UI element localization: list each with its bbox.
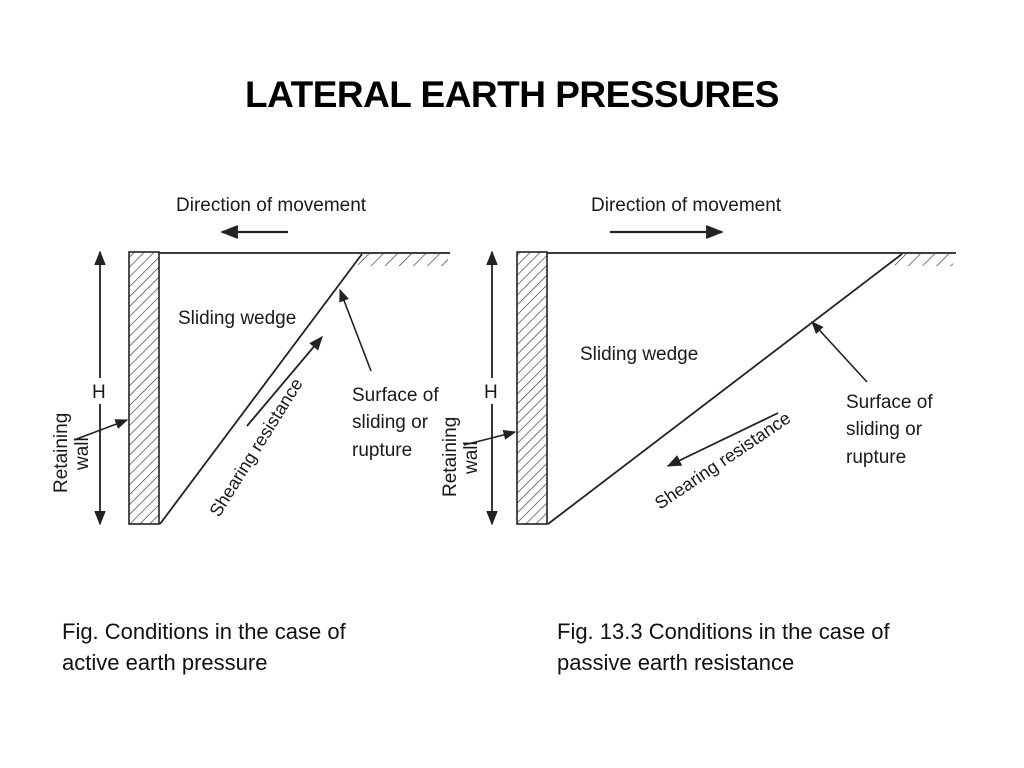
passive-surface-label-line1: Surface of [846,392,933,413]
active-surface-label-line2: sliding or [352,412,429,433]
passive-direction-label: Direction of movement [591,195,782,216]
passive-shear-label: Shearing resistance [651,408,794,514]
passive-rupture-line [547,253,903,525]
active-caption-line2: active earth pressure [62,650,268,675]
active-caption: Fig. Conditions in the case of active ea… [62,616,346,678]
passive-surface-pointer-arrow [811,321,868,383]
passive-caption: Fig. 13.3 Conditions in the case of pass… [557,616,890,678]
passive-wall-pointer-arrow [463,429,517,446]
passive-shear-arrow [666,412,779,467]
active-ground-hatch [358,254,448,266]
passive-retaining-wall [516,251,548,525]
active-diagram: Direction of movement H Retaining wall S… [51,195,450,526]
active-rupture-line [159,253,363,525]
passive-wall-label-line1: Retaining [440,417,461,497]
passive-wall-label-line2: wall [461,441,482,475]
passive-surface-label-line3: rupture [846,447,906,468]
slide-title: LATERAL EARTH PRESSURES [245,74,779,115]
active-direction-label: Direction of movement [176,195,367,216]
active-shear-arrow [246,335,323,427]
active-height-label: H [92,382,106,403]
active-wall-label-line2: wall [72,437,93,471]
passive-ground-hatch [895,254,953,266]
active-surface-pointer-arrow [339,288,372,372]
active-surface-label-line3: rupture [352,440,412,461]
passive-surface-label-line2: sliding or [846,419,923,440]
passive-caption-line2: passive earth resistance [557,650,795,675]
passive-wedge-label: Sliding wedge [580,344,698,365]
active-wedge-label: Sliding wedge [178,308,296,329]
passive-caption-line1: Fig. 13.3 Conditions in the case of [557,619,890,644]
active-caption-line1: Fig. Conditions in the case of [62,619,346,644]
active-wall-label-line1: Retaining [51,413,72,493]
active-wall-pointer-arrow [73,419,129,441]
passive-diagram: Direction of movement H Retaining wall S… [440,195,956,526]
active-surface-label-line1: Surface of [352,385,439,406]
active-retaining-wall [128,251,160,525]
passive-height-label: H [484,382,498,403]
